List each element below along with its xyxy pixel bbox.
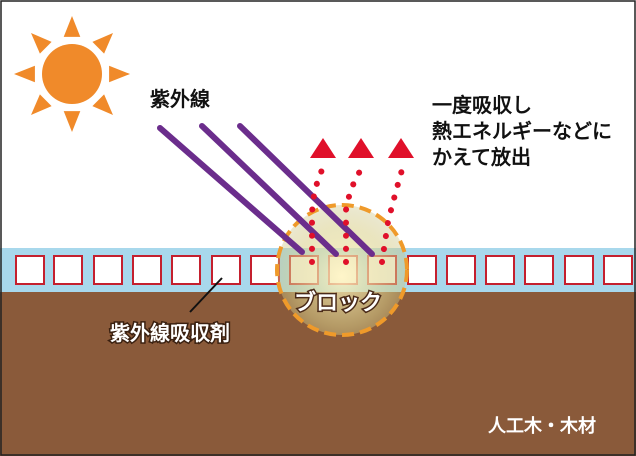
absorber-particle [250, 255, 280, 285]
absorber-particle [524, 255, 554, 285]
sun-ray [109, 65, 130, 83]
absorber-particle [15, 255, 45, 285]
absorber-particle [564, 255, 594, 285]
absorb-text-line-3: かえて放出 [432, 145, 531, 169]
emission-path-1 [309, 167, 325, 265]
absorber-particle [407, 255, 437, 285]
absorb-text-line-2: 熱エネルギーなどに [432, 119, 612, 143]
uv-rays [157, 123, 375, 257]
sun-ray [92, 94, 113, 115]
sun-ray [63, 111, 81, 132]
substrate-label: 人工木・木材 [488, 415, 596, 437]
sun-ray [92, 33, 113, 54]
uv-ray-3 [237, 123, 375, 257]
absorber-particle [446, 255, 476, 285]
absorber-particle [171, 255, 201, 285]
absorber-label: 紫外線吸収剤 [110, 321, 230, 345]
absorber-particle [485, 255, 515, 285]
arrow-up-icon [348, 138, 374, 158]
emission-paths [309, 165, 405, 265]
uv-ray-1 [157, 125, 305, 255]
uv-label: 紫外線 [150, 87, 210, 111]
absorber-particle [603, 255, 633, 285]
absorber-leader-line [189, 277, 223, 313]
sun-ray [14, 65, 35, 83]
sun-ray [63, 16, 81, 37]
arrow-up-icon [388, 138, 414, 158]
absorb-text-line-1: 一度吸収し [432, 93, 532, 117]
sun-ray [31, 94, 52, 115]
block-circle [275, 203, 409, 337]
uv-ray-2 [199, 123, 339, 257]
absorber-particle [211, 255, 241, 285]
emission-path-3 [379, 167, 405, 265]
emission-path-2 [343, 165, 365, 265]
sun-icon [14, 16, 130, 132]
arrow-up-icon [310, 138, 336, 158]
emission-arrows [310, 138, 414, 158]
sun-ray [31, 33, 52, 54]
absorber-particle [93, 255, 123, 285]
absorber-particle [53, 255, 83, 285]
absorber-particle [132, 255, 162, 285]
block-label: ブロック [294, 290, 382, 316]
